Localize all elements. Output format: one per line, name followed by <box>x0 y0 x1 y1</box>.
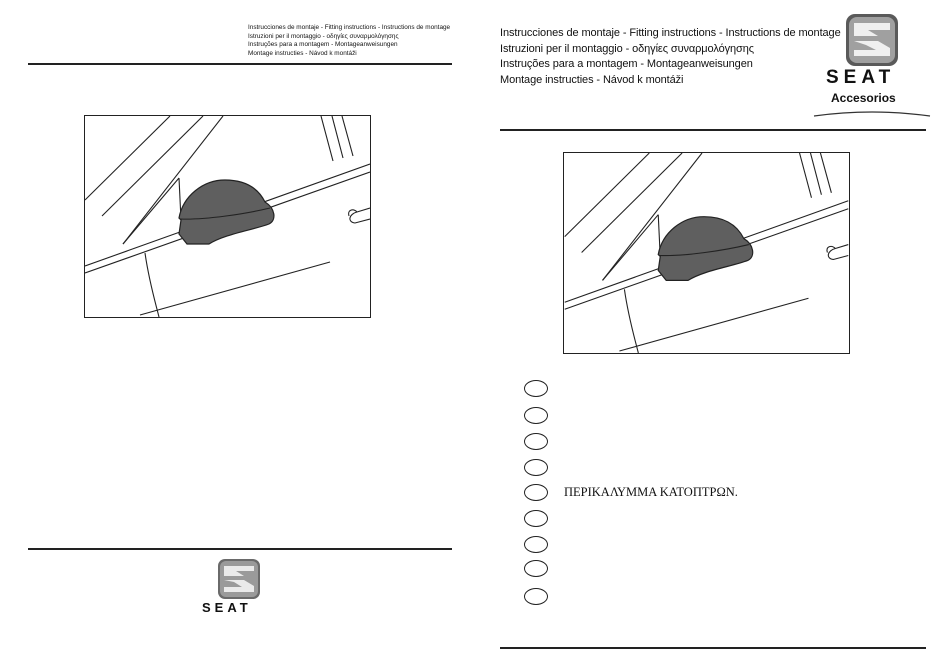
right-mirror-illustration <box>563 152 850 354</box>
right-brand-subtitle: Accesorios <box>831 91 896 105</box>
left-header-line-3: Instruções para a montagem - Montageanwe… <box>248 41 398 49</box>
left-bottom-rule <box>28 548 452 550</box>
language-row-5: ΠΕΡΙΚΑΛΥΜΜΑ ΚΑΤΟΠΤΡΩΝ. <box>524 482 738 502</box>
language-row-4 <box>524 457 564 477</box>
language-flag-icon <box>524 483 548 501</box>
language-row-8 <box>524 558 564 578</box>
left-seat-logo <box>214 558 264 600</box>
language-flag-icon <box>524 406 548 424</box>
right-header-line-1: Instrucciones de montaje - Fitting instr… <box>500 27 841 39</box>
mirror-drawing-right <box>564 153 849 353</box>
language-flag-icon <box>524 379 548 397</box>
brand-swoosh <box>813 111 931 117</box>
left-top-rule <box>28 63 452 65</box>
language-flag-icon <box>524 535 548 553</box>
left-header-line-2: Istruzioni per il montaggio - οδηγίες συ… <box>248 32 399 40</box>
language-flag-icon <box>524 432 548 450</box>
language-row-7 <box>524 534 564 554</box>
right-seat-logo <box>843 13 901 67</box>
language-flag-icon <box>524 559 548 577</box>
language-row-3 <box>524 431 564 451</box>
left-header-line-1: Instrucciones de montaje - Fitting instr… <box>248 24 451 31</box>
language-flag-icon <box>524 509 548 527</box>
language-row-2 <box>524 405 564 425</box>
seat-emblem-icon <box>218 559 260 599</box>
right-header-line-2: Istruzioni per il montaggio - οδηγίες συ… <box>500 42 754 55</box>
right-bottom-rule <box>500 647 926 649</box>
left-header: Instrucciones de montaje - Fitting instr… <box>248 24 458 58</box>
left-mirror-illustration <box>84 115 371 318</box>
right-header-line-4: Montage instructies - Návod k montáži <box>500 73 684 86</box>
right-top-rule <box>500 129 926 131</box>
right-header-line-3: Instruções para a montagem - Montageanwe… <box>500 58 753 70</box>
mirror-drawing-left <box>85 116 370 317</box>
right-header: Instrucciones de montaje - Fitting instr… <box>500 26 841 88</box>
language-flag-icon <box>524 587 548 605</box>
right-brand-wordmark: SEAT <box>826 67 896 88</box>
language-row-text: ΠΕΡΙΚΑΛΥΜΜΑ ΚΑΤΟΠΤΡΩΝ. <box>564 484 738 499</box>
language-row-6 <box>524 508 564 528</box>
left-header-line-4: Montage instructies - Návod k montáži <box>248 49 357 57</box>
language-row-1 <box>524 378 564 398</box>
language-row-9 <box>524 586 564 606</box>
seat-emblem-icon <box>846 14 898 66</box>
left-brand-wordmark: SEAT <box>202 600 252 615</box>
language-flag-icon <box>524 458 548 476</box>
